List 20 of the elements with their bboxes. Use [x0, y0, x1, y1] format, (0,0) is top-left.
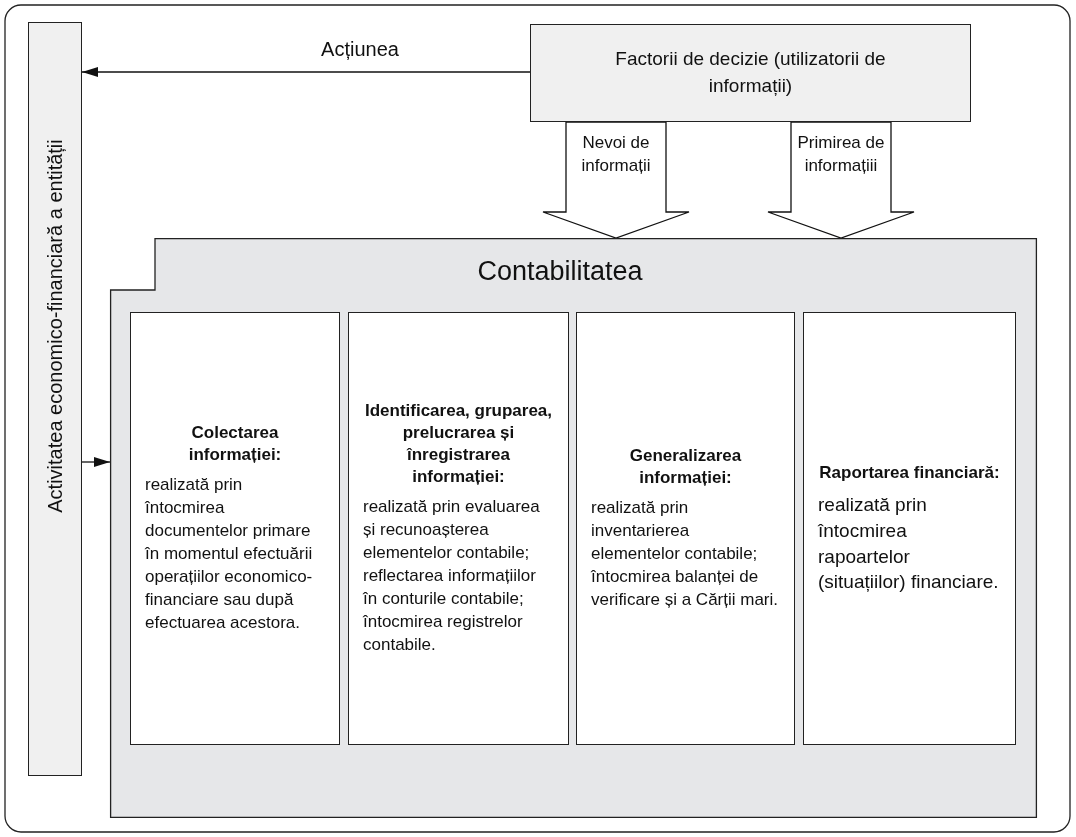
step-card	[130, 312, 340, 745]
panel-title: Contabilitatea	[476, 256, 644, 287]
card-text: realizată prin întocmirea documentelor primare în momentul efectuării operațiilor economico-financiare sau după efectuarea acestora.	[145, 474, 314, 634]
card-text: realizată prin inventarierea elementelor contabile; întocmirea balanței de verificare și a Cărții mari.	[591, 497, 780, 611]
bar-label: Activitatea economico-financiară a entității	[43, 139, 67, 513]
edge-label: Acțiunea	[320, 38, 400, 61]
card-text: realizată prin întocmirea rapoartelor (situațiilor) financiare.	[818, 493, 1000, 595]
arrow	[81, 457, 111, 467]
vertical-bar	[28, 22, 82, 776]
card-text: realizată prin evaluarea și recunoașterea elementelor contabile; reflectarea informațiilor în conturile contabile; întocmirea registrelor contabile.	[363, 496, 541, 657]
card-heading: Generalizarea informației:	[628, 445, 743, 490]
step-card	[803, 312, 1016, 745]
process-box	[530, 24, 971, 122]
arrow	[81, 67, 531, 77]
step-card	[576, 312, 795, 745]
card-heading: Colectarea informației:	[187, 422, 283, 467]
card-heading: Identificarea, gruparea, prelucrarea și înregistrarea informației:	[363, 400, 554, 489]
step-card	[348, 312, 569, 745]
box-label: Factorii de decizie (utilizatorii de informații)	[614, 47, 887, 98]
card-heading: Raportarea financiară:	[818, 462, 1001, 485]
